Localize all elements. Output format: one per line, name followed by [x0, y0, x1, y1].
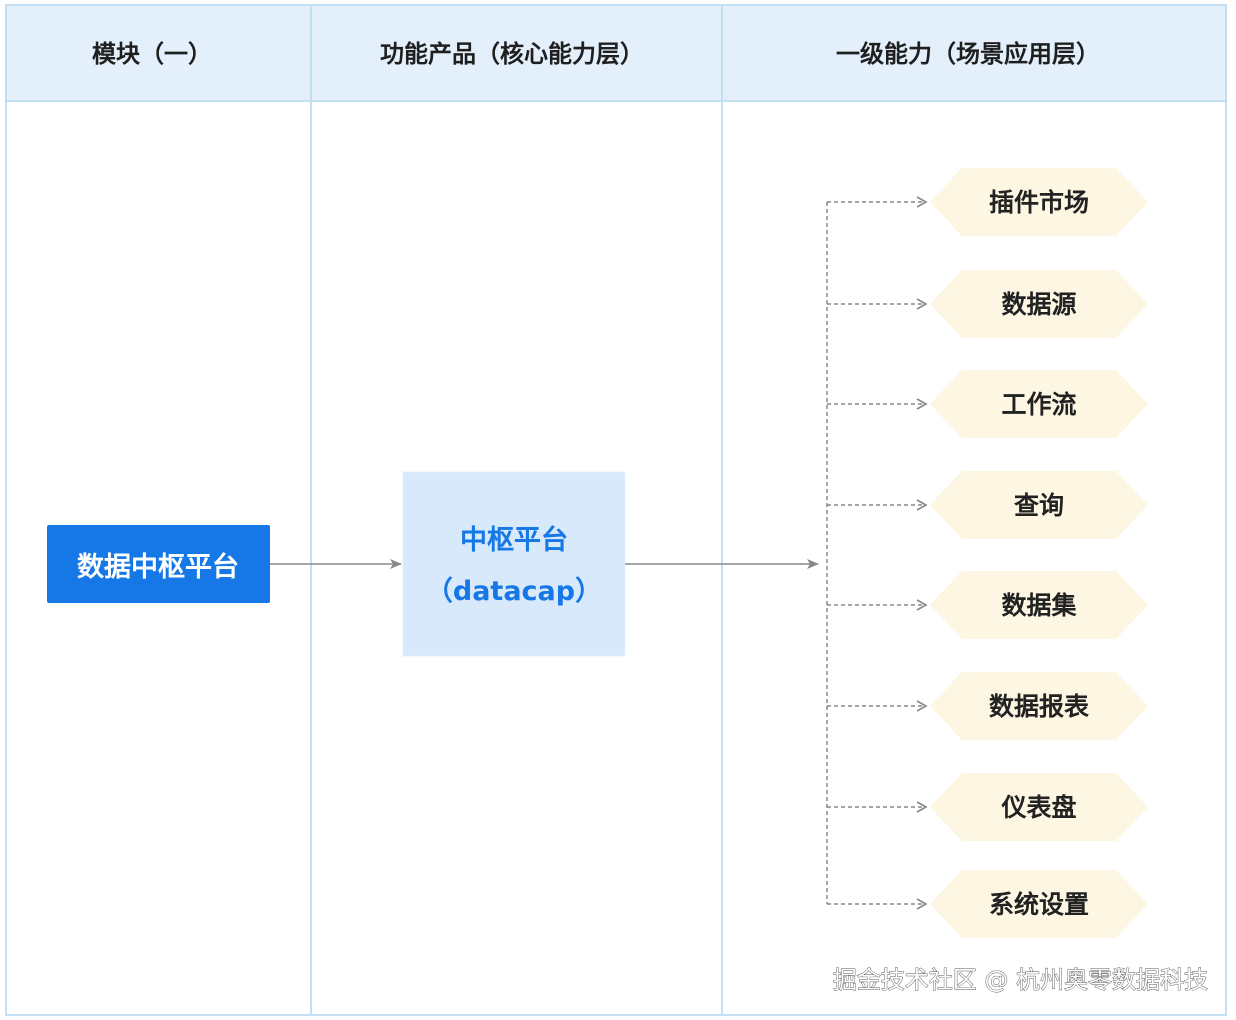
- table-frame: [5, 4, 1227, 1016]
- core-product-name: 中枢平台: [460, 524, 568, 556]
- capability-label: 数据报表: [989, 692, 1090, 721]
- capability-label: 数据源: [1001, 290, 1076, 319]
- capability-label: 系统设置: [989, 890, 1089, 919]
- capability-hexagon: [930, 168, 1148, 236]
- module-box-label: 数据中枢平台: [77, 551, 239, 583]
- capability-hexagon: [930, 773, 1148, 841]
- watermark-text: 掘金技术社区 @ 杭州奥零数据科技: [833, 966, 1208, 994]
- capability-label: 数据集: [1001, 591, 1077, 620]
- column-header-module: 模块（一）: [92, 40, 212, 68]
- capability-hexagon: [930, 270, 1148, 338]
- capability-hexagon: [930, 571, 1148, 639]
- capability-hexagon: [930, 471, 1148, 539]
- capability-label: 查询: [1014, 491, 1064, 520]
- capability-label: 插件市场: [989, 188, 1089, 217]
- column-header-core-product: 功能产品（核心能力层）: [380, 40, 644, 68]
- capability-label: 仪表盘: [1000, 793, 1076, 822]
- capability-hexagon: [930, 672, 1148, 740]
- capability-hexagon: [930, 870, 1148, 938]
- column-header-capabilities: 一级能力（场景应用层）: [836, 40, 1100, 68]
- core-product-box: [402, 471, 626, 657]
- module-box: [47, 525, 270, 603]
- header-band: [6, 5, 1226, 101]
- capability-hexagon: [930, 370, 1148, 438]
- core-product-code: （datacap）: [426, 576, 602, 607]
- capability-label: 工作流: [1001, 390, 1076, 419]
